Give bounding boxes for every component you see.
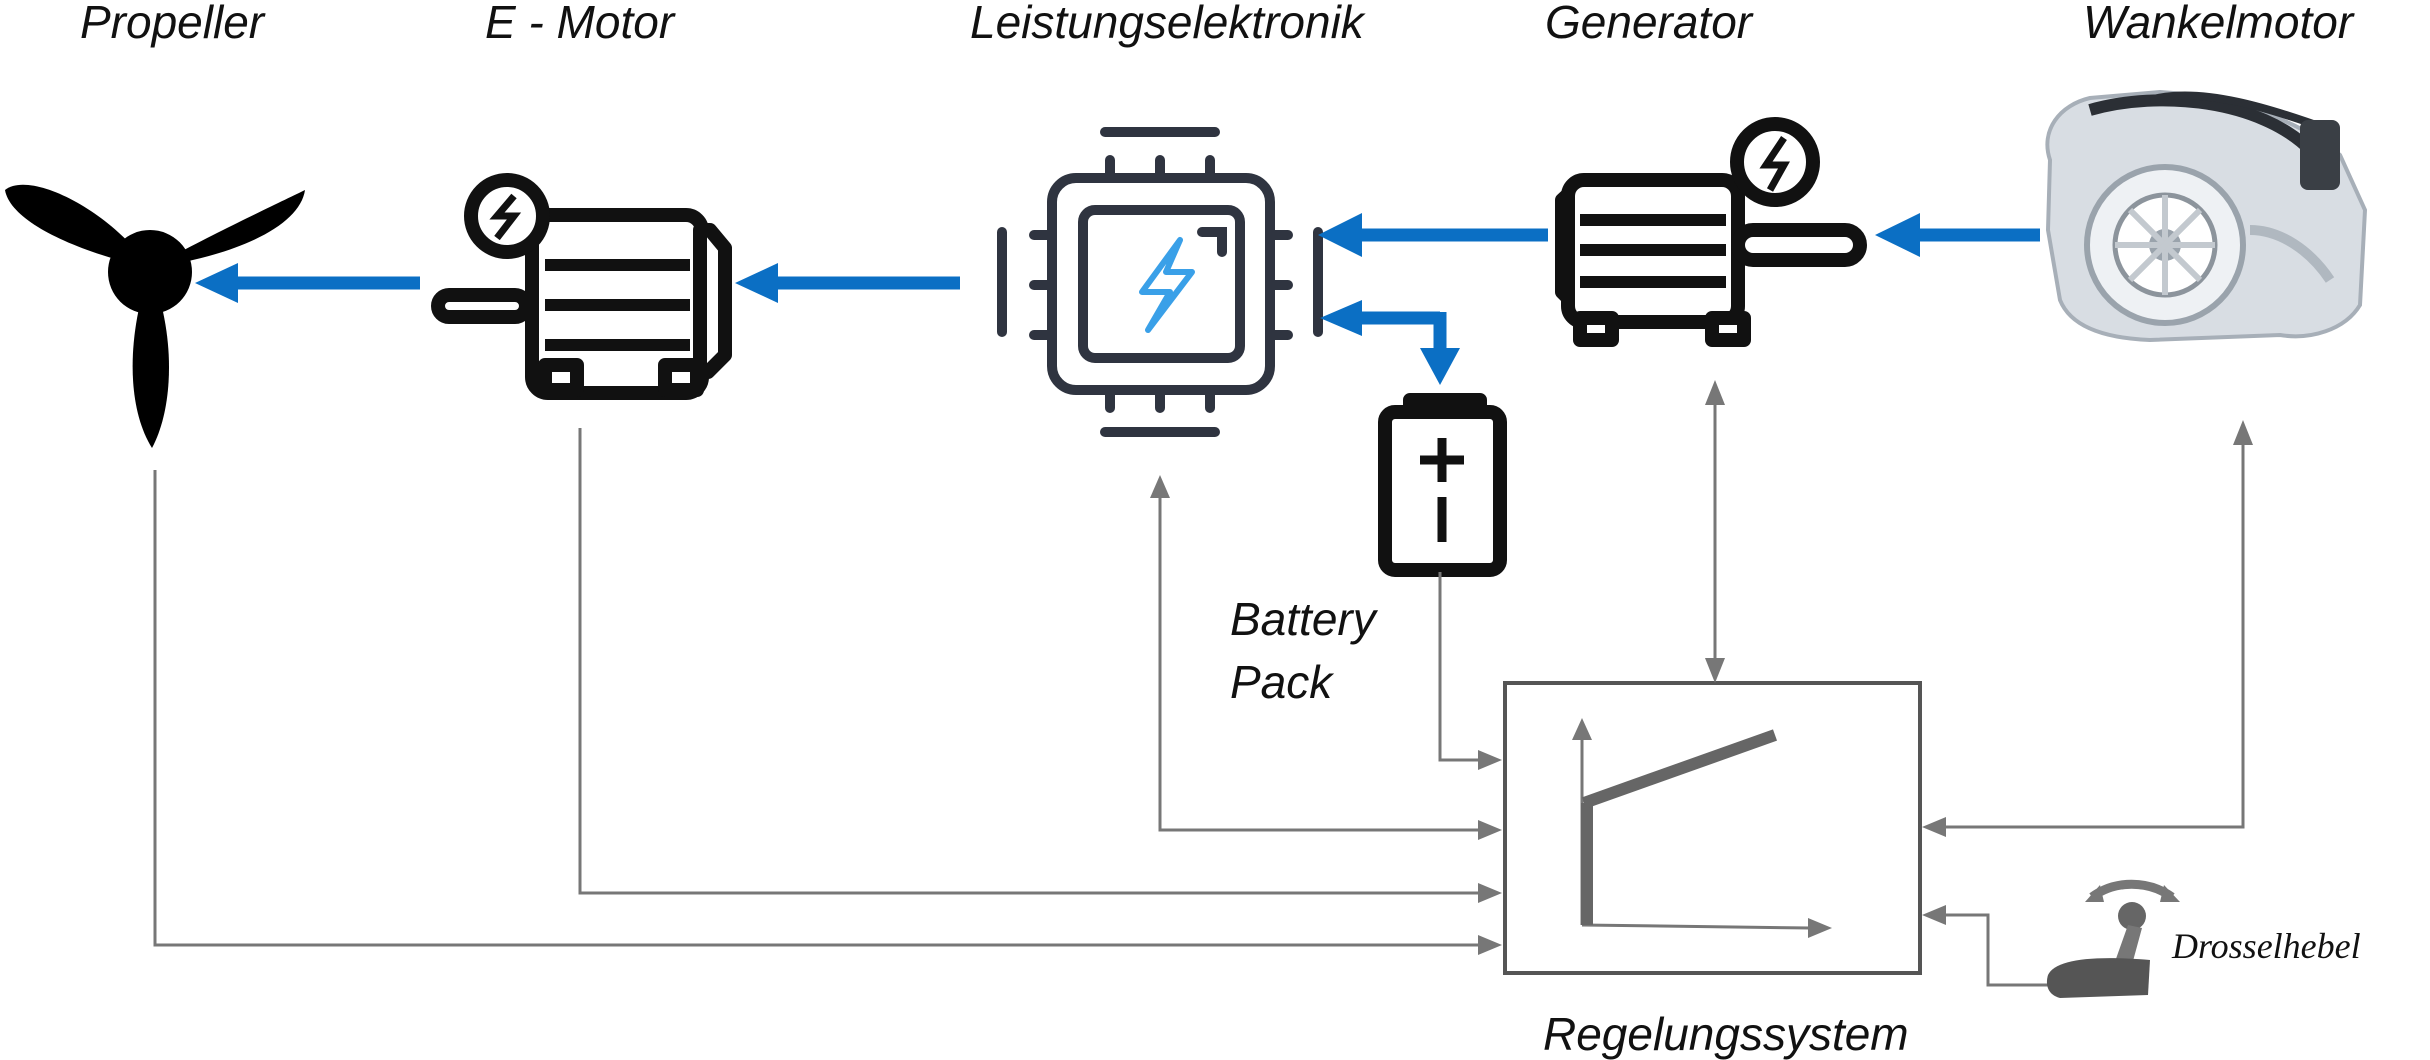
power-flow-arrows (195, 213, 2040, 385)
label-e-motor: E - Motor (485, 0, 676, 48)
engine-icon (2045, 89, 2368, 343)
label-throttle: Drosselhebel (2171, 926, 2361, 966)
propeller-icon (5, 184, 305, 448)
label-propeller: Propeller (80, 0, 266, 48)
label-generator: Generator (1545, 0, 1754, 48)
electric-motor-icon (431, 173, 732, 400)
label-power-electronics: Leistungselektronik (970, 0, 1366, 48)
label-battery-line1: Battery (1230, 593, 1379, 645)
generator-icon (1555, 117, 1867, 347)
chip-lightning-icon (997, 127, 1323, 437)
label-control-system: Regelungssystem (1543, 1008, 1909, 1060)
label-battery-line2: Pack (1230, 656, 1334, 708)
throttle-lever-icon (2046, 879, 2180, 998)
control-system-box (1503, 681, 1922, 975)
label-wankel-engine: Wankelmotor (2083, 0, 2355, 48)
battery-icon (1378, 393, 1507, 577)
signal-lines (153, 380, 2253, 987)
